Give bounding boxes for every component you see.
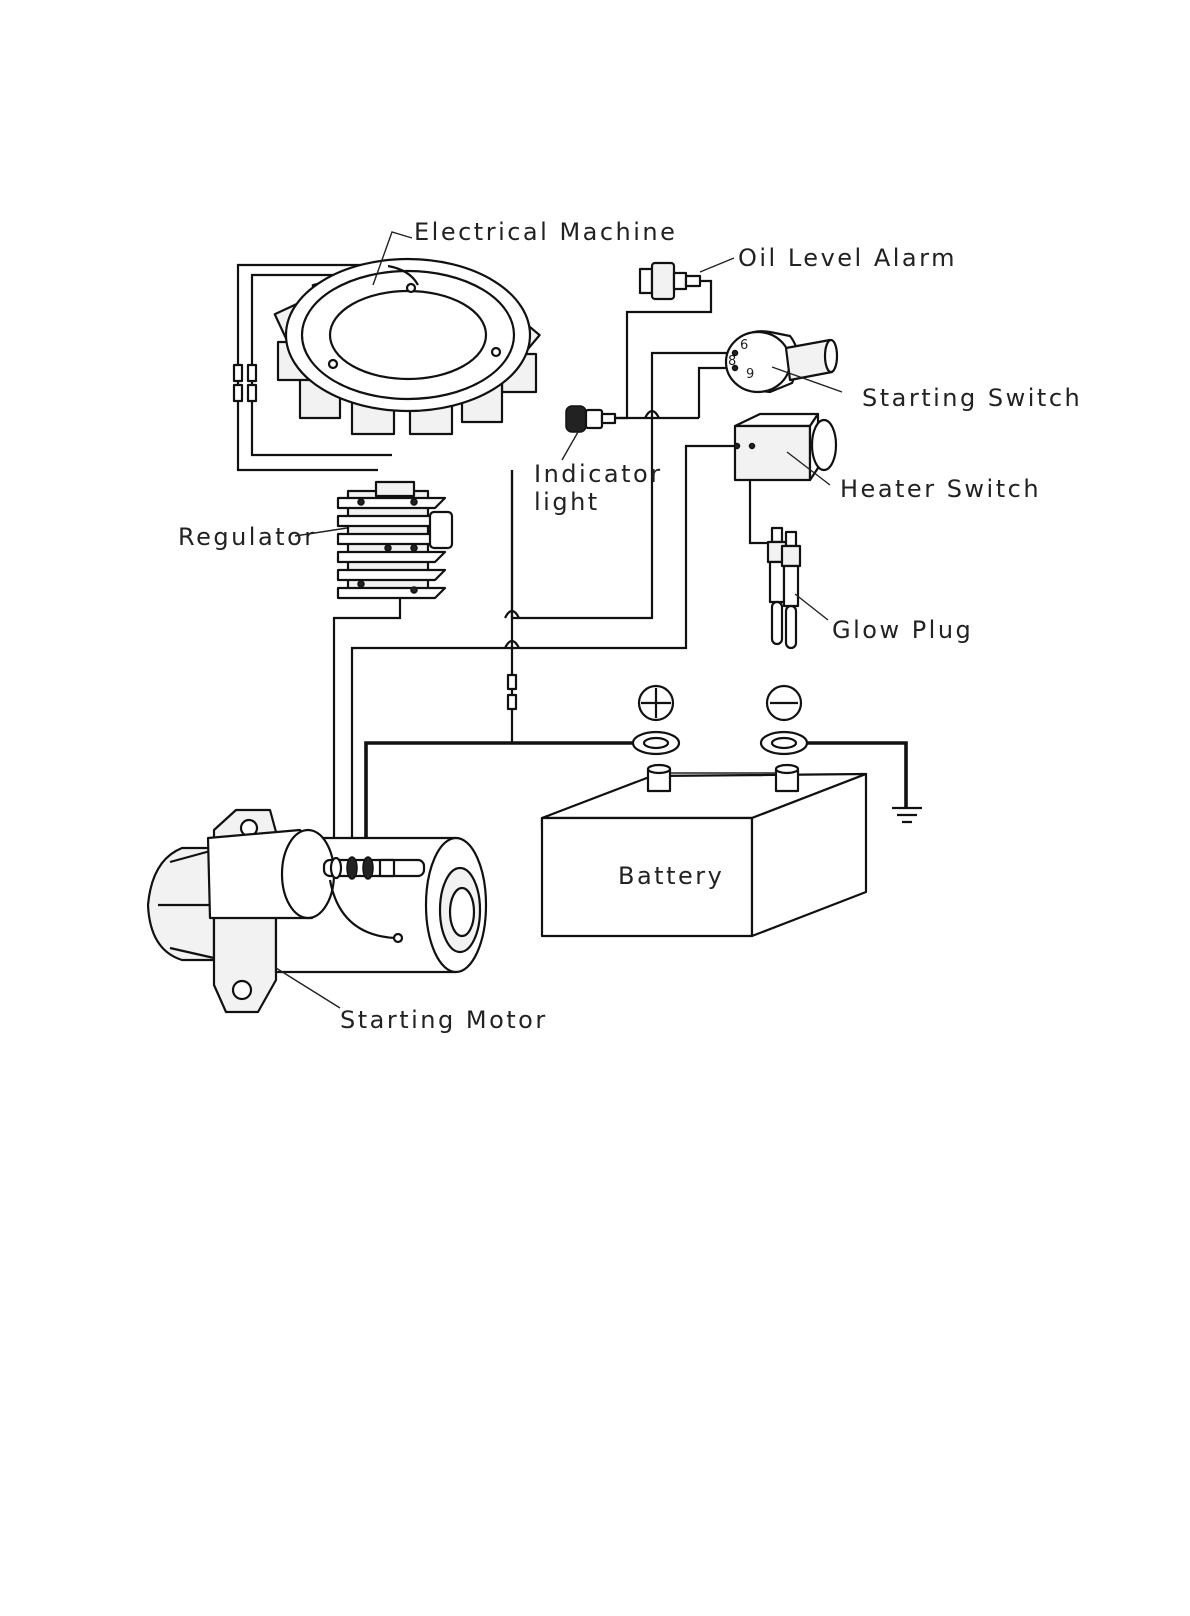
indicator-light-label-line2: light	[534, 488, 600, 516]
switch-terminal-9: 9	[746, 367, 754, 382]
regulator	[295, 482, 452, 598]
battery-terminal-negative	[761, 686, 807, 754]
battery: Battery	[542, 686, 866, 936]
glow-plug-right	[782, 532, 800, 648]
heater-switch-label: Heater Switch	[840, 475, 1041, 503]
indicator-light-label-line1: Indicator	[534, 460, 663, 488]
electrical-machine	[275, 232, 540, 434]
wire-crossings	[505, 411, 659, 648]
battery-label: Battery	[618, 862, 724, 890]
glow-plug-label: Glow Plug	[832, 616, 973, 644]
starting-switch-label: Starting Switch	[862, 384, 1082, 412]
switch-terminal-6: 6	[740, 338, 748, 353]
starting-switch: 6 8 9	[726, 331, 842, 392]
electrical-machine-label: Electrical Machine	[414, 218, 677, 246]
starting-motor-label: Starting Motor	[340, 1006, 548, 1034]
oil-level-alarm-label: Oil Level Alarm	[738, 244, 957, 272]
starting-motor	[148, 810, 486, 1012]
battery-terminal-positive	[633, 686, 679, 754]
heater-switch	[735, 414, 837, 485]
indicator-light	[562, 406, 615, 460]
regulator-label: Regulator	[178, 523, 317, 551]
ground-symbol	[892, 808, 922, 822]
oil-level-alarm	[640, 258, 734, 299]
glow-plug	[768, 528, 828, 648]
